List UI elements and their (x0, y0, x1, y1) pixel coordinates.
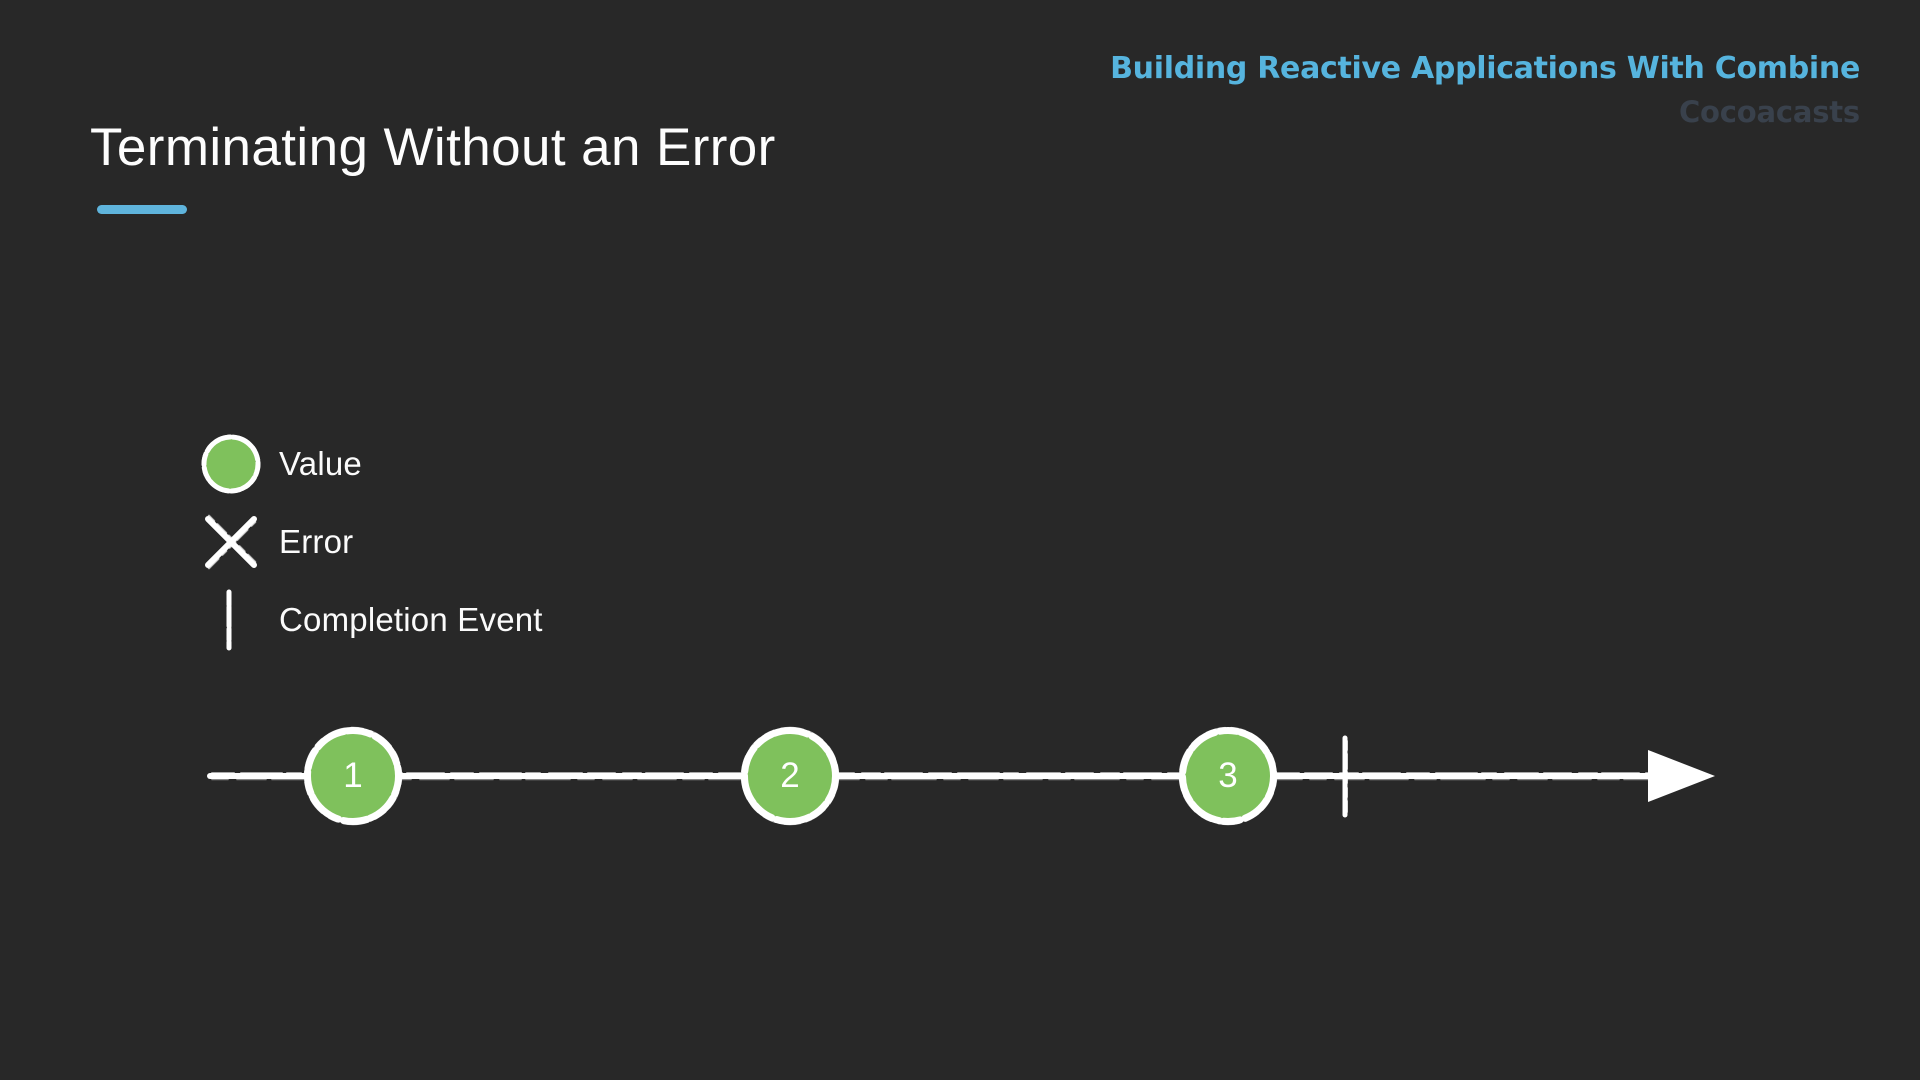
cross-x-icon (200, 506, 264, 578)
green-circle-icon (200, 428, 264, 500)
course-title: Building Reactive Applications With Comb… (1110, 51, 1860, 86)
timeline-completion-tick (1342, 735, 1348, 818)
legend-item-completion: Completion Event (200, 581, 543, 659)
legend-label-value: Value (279, 445, 362, 482)
timeline-diagram: 1 2 3 (0, 690, 1920, 880)
legend-label-completion: Completion Event (279, 601, 543, 638)
page-title: Terminating Without an Error (90, 118, 776, 177)
legend-item-error: Error (200, 503, 543, 581)
legend-item-value: Value (200, 425, 543, 503)
timeline-axis (207, 772, 1703, 781)
timeline-event-3 (1178, 726, 1278, 826)
timeline-arrowhead (1648, 750, 1715, 802)
legend: Value Error (200, 425, 543, 659)
course-header: Building Reactive Applications With Comb… (1110, 54, 1860, 127)
legend-label-error: Error (279, 523, 354, 560)
timeline-event-1 (303, 726, 403, 826)
timeline-event-2 (740, 726, 840, 826)
brand-watermark: Cocoacasts (1678, 95, 1860, 129)
vertical-tick-icon (200, 584, 264, 656)
title-accent-rule (97, 205, 187, 214)
